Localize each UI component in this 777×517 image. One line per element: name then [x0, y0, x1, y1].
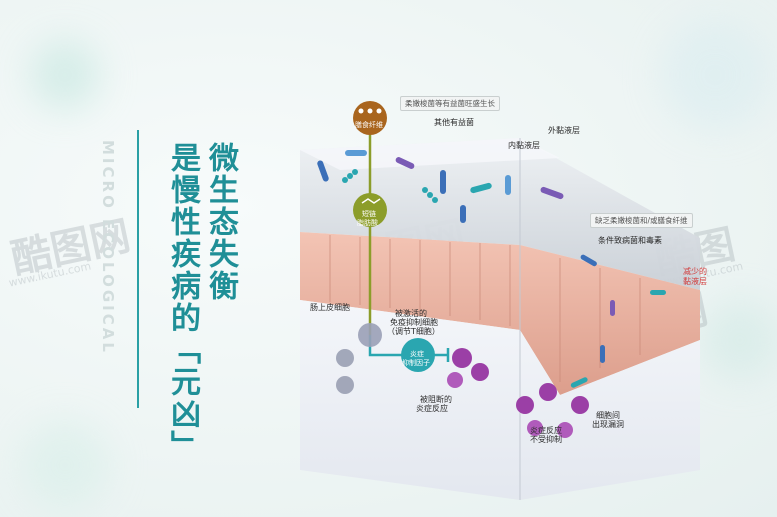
- mucus-top-face: [300, 138, 560, 170]
- scfa-label-2: 脂肪酸: [357, 219, 378, 227]
- bokeh-blob: [700, 300, 777, 380]
- accent-bar: [137, 130, 139, 408]
- label-activated-2: 免疫抑制细胞: [390, 318, 438, 327]
- beneficial-bacteria: [317, 150, 564, 223]
- anti-inflammatory-label-2: 抑制因子: [402, 359, 430, 367]
- immune-cells: [336, 323, 589, 438]
- scfa-label-1: 短链: [362, 210, 376, 218]
- label-reduced-mucus-1: 减少的: [683, 267, 707, 276]
- label-uncontrolled-1: 炎症反应: [530, 426, 562, 435]
- bokeh-blob: [20, 420, 110, 510]
- scfa-node: [353, 193, 387, 227]
- label-other-bacteria: 其他有益菌: [434, 118, 474, 127]
- label-outer-mucus: 外黏液层: [548, 126, 580, 135]
- label-gap-1: 细胞间: [596, 411, 620, 420]
- label-activated-1: 被激活的: [395, 309, 427, 318]
- mucus-layer: [300, 138, 700, 290]
- label-activated-3: （调节T细胞）: [387, 327, 440, 336]
- bokeh-blob: [30, 40, 100, 110]
- label-reduced-mucus-2: 黏液层: [683, 277, 707, 286]
- dietary-fiber-label: 膳食纤维: [355, 121, 383, 129]
- fiber-chain-icon: [358, 108, 382, 114]
- molecule-icon: [361, 198, 381, 204]
- label-uncontrolled-2: 不受抑制: [530, 435, 562, 444]
- label-beneficial-growth: 柔嫩梭菌等有益菌旺盛生长: [400, 96, 500, 111]
- anti-inflammatory-node: [401, 338, 435, 372]
- vertical-english-title: MICRO ECOLOGICAL: [99, 140, 117, 355]
- lamina-propria: [300, 300, 700, 500]
- label-epithelial: 肠上皮细胞: [310, 303, 350, 312]
- anti-inflammatory-label-1: 炎症: [410, 350, 424, 358]
- page-title-line-2: 是慢性疾病的「元凶」: [165, 142, 200, 462]
- label-blocked-2: 炎症反应: [416, 404, 448, 413]
- label-inner-mucus: 内黏液层: [508, 141, 540, 150]
- label-lack-fiber: 缺乏柔嫩梭菌和/或膳食纤维: [590, 213, 693, 228]
- label-pathogen: 条件致病菌和毒素: [598, 236, 662, 245]
- bokeh-blob: [660, 20, 770, 130]
- page-title-line-1: 微生态失衡: [203, 142, 238, 302]
- pathogen-bacteria: [570, 254, 666, 388]
- label-blocked-1: 被阻断的: [420, 395, 452, 404]
- label-gap-2: 出现漏洞: [592, 420, 624, 429]
